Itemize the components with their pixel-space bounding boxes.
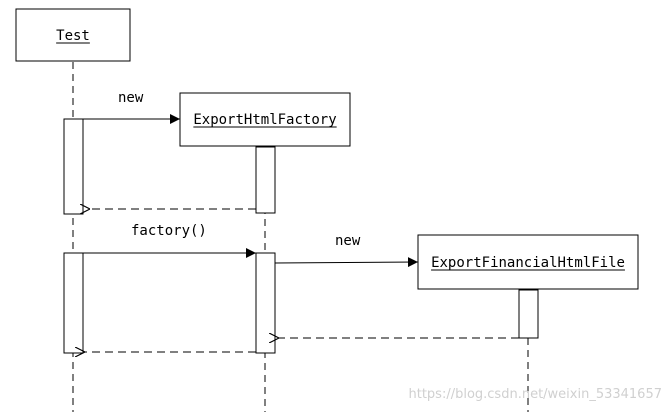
message-label-factory-call: factory() bbox=[131, 223, 207, 239]
participant-test-label: Test bbox=[56, 28, 90, 44]
activation-export-financial-html-file bbox=[518, 289, 539, 339]
participant-export-html-factory: ExportHtmlFactory bbox=[179, 92, 351, 412]
watermark: https://blog.csdn.net/weixin_53341657 bbox=[408, 387, 662, 402]
message-label-new-file: new bbox=[335, 233, 361, 249]
message-label-new-factory: new bbox=[118, 90, 144, 106]
activation-export-html-factory-1 bbox=[255, 146, 276, 214]
participant-export-html-factory-label: ExportHtmlFactory bbox=[193, 112, 336, 128]
activation-export-html-factory-2 bbox=[255, 252, 276, 354]
message-arrow-new-file bbox=[274, 257, 419, 268]
participant-export-financial-html-file-label: ExportFinancialHtmlFile bbox=[431, 255, 625, 271]
activation-test-1 bbox=[63, 118, 84, 215]
participant-export-financial-html-file: ExportFinancialHtmlFile bbox=[417, 234, 639, 412]
participant-test: Test bbox=[15, 8, 131, 412]
activation-test-2 bbox=[63, 252, 84, 354]
